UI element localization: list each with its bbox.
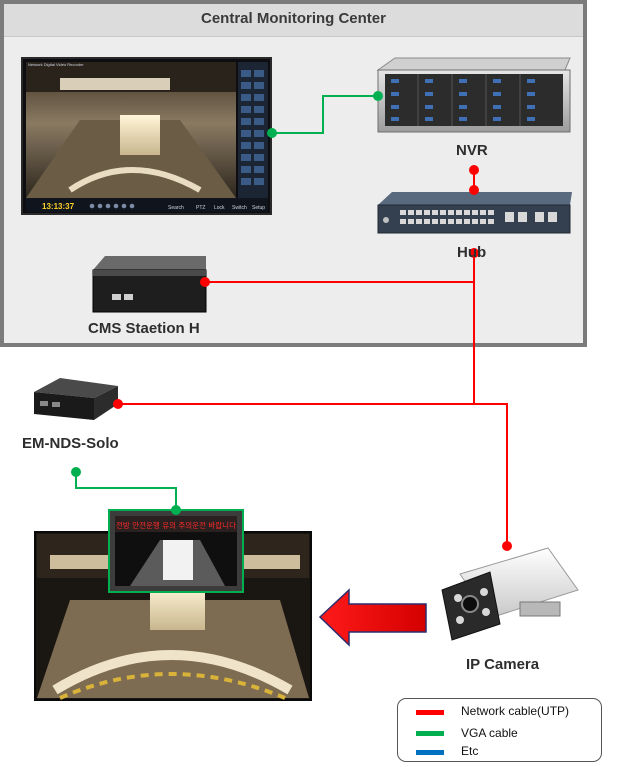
vga-endpoint-nvr [373, 91, 383, 101]
nvr-label: NVR [456, 142, 488, 159]
display-screen: 전방 안전운행 유의 주의운전 바랍니다 [108, 509, 244, 593]
vga-endpoint-display [171, 505, 181, 515]
monitor-header-text: Network Digital Video Recorder [28, 62, 84, 67]
monitor-menu-search: Search [168, 205, 184, 211]
network-endpoint-em-nds [113, 399, 123, 409]
diagram-title: Central Monitoring Center [200, 10, 386, 27]
hub-label: Hub [457, 244, 487, 261]
ip-camera-icon [441, 547, 579, 641]
network-cable-hub-camera [474, 403, 508, 546]
network-endpoint-camera [502, 541, 512, 551]
vga-cable-monitor-nvr [272, 95, 378, 134]
monitor-menu-setup: Setup [252, 205, 265, 211]
network-endpoint-hub-bottom [469, 248, 479, 258]
central-monitoring-center-header [4, 4, 583, 37]
vga-endpoint-monitor [267, 128, 277, 138]
screen-message: 전방 안전운행 유의 주의운전 바랍니다 [116, 520, 236, 530]
legend-label-vga: VGA cable [461, 726, 518, 740]
hub-switch-icon [377, 192, 572, 234]
network-endpoint-cms [200, 277, 210, 287]
legend-swatch-etc [416, 750, 444, 755]
ip-camera-label: IP Camera [466, 656, 540, 673]
cms-station-label: CMS Staetion H [88, 320, 200, 337]
vga-cable-em-nds-display [75, 472, 177, 510]
legend: Network cable(UTP) VGA cable Etc [397, 698, 602, 762]
legend-label-etc: Etc [461, 744, 479, 758]
legend-swatch-network [416, 710, 444, 715]
direction-arrow [318, 588, 427, 647]
legend-label-network: Network cable(UTP) [461, 704, 570, 718]
monitor-menu-switch: Switch [232, 205, 247, 211]
network-endpoint-nvr [469, 165, 479, 175]
nvr-monitor-display: Network Digital Video Recorder 13:13:37 … [21, 57, 272, 215]
cms-station-icon [92, 256, 207, 313]
network-cable-cms-hub [205, 253, 475, 283]
legend-swatch-vga [416, 731, 444, 736]
em-nds-solo-label: EM-NDS-Solo [22, 435, 119, 452]
network-endpoint-hub-top [469, 185, 479, 195]
nvr-server-icon [376, 57, 571, 133]
vga-endpoint-em-nds [71, 467, 81, 477]
monitor-menu-ptz: PTZ [196, 205, 205, 211]
em-nds-solo-icon [34, 378, 118, 420]
monitor-clock: 13:13:37 [42, 202, 75, 211]
monitor-menu-lock: Lock [214, 205, 225, 211]
